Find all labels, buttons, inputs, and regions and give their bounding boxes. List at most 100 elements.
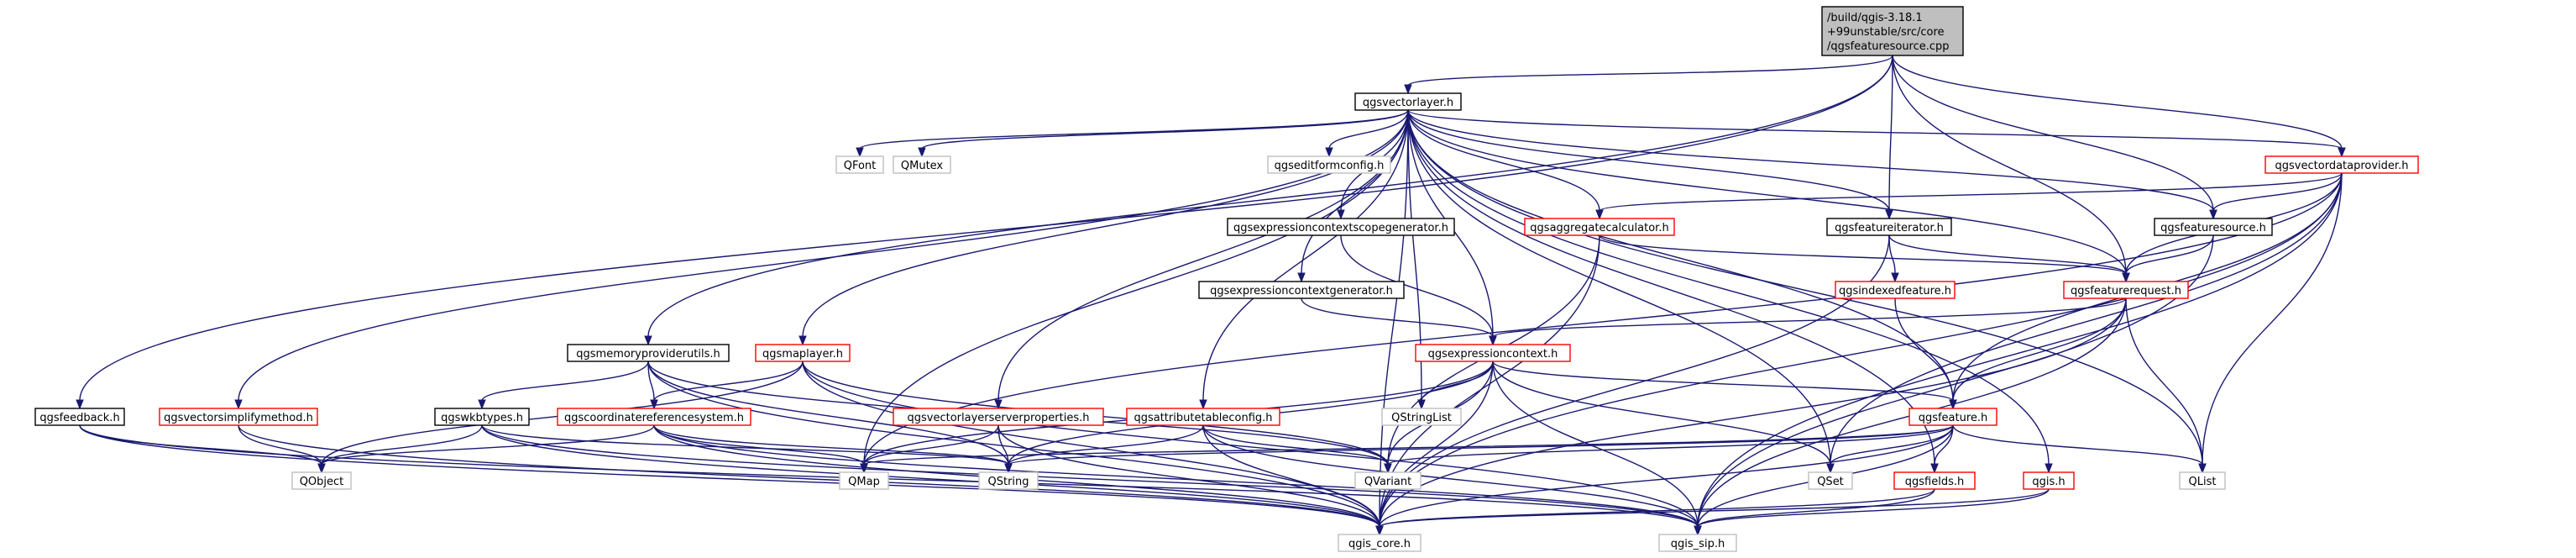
node-exprcontext[interactable]: qgsexpressioncontext.h <box>1415 344 1571 362</box>
node-indexedfeature[interactable]: qgsindexedfeature.h <box>1835 281 1956 299</box>
node-fields[interactable]: qgsfields.h <box>1893 471 1976 490</box>
node-label: qgsfields.h <box>1905 476 1964 488</box>
edge-feature-to-qlist <box>1952 424 2207 474</box>
node-box <box>1126 408 1280 426</box>
edge-root-to-vectordataprovider <box>1892 55 2346 158</box>
node-label: qgseditformconfig.h <box>1275 160 1385 172</box>
edge-maplayer-to-qgissip <box>802 361 1702 536</box>
edge-exprcontext-to-qset <box>1492 361 1835 474</box>
node-label: +99unstable/src/core <box>1827 26 1945 39</box>
node-featuresource[interactable]: qgsfeaturesource.h <box>2154 218 2273 236</box>
edge-exprctxgen-to-exprcontext <box>1301 297 1497 346</box>
node-attrtableconfig[interactable]: qgsattributetableconfig.h <box>1126 408 1280 426</box>
node-box <box>1198 281 1405 299</box>
node-aggregatecalc[interactable]: qgsaggregatecalculator.h <box>1524 218 1675 236</box>
node-simplifymethod[interactable]: qgsvectorsimplifymethod.h <box>159 408 318 426</box>
node-featureiterator[interactable]: qgsfeatureiterator.h <box>1826 218 1952 236</box>
node-label: qgsfeature.h <box>1919 412 1988 424</box>
edge-root-to-featureiterator <box>1885 55 1893 220</box>
node-box <box>1381 408 1462 426</box>
node-box <box>1808 471 1853 490</box>
node-exprctxgen[interactable]: qgsexpressioncontextgenerator.h <box>1198 281 1405 299</box>
node-box <box>1821 6 1964 56</box>
node-label: QString <box>987 476 1029 488</box>
edge-featuresource-to-featurerequest <box>2122 234 2214 283</box>
node-qmap[interactable]: QMap <box>839 471 889 490</box>
node-editformconfig[interactable]: qgseditformconfig.h <box>1267 155 1391 174</box>
node-box <box>2063 281 2189 299</box>
node-qlist[interactable]: QList <box>2179 471 2226 490</box>
node-box <box>1893 471 1976 490</box>
edge-crs-to-qgissip <box>653 424 1702 536</box>
node-qstringlist[interactable]: QStringList <box>1381 408 1462 426</box>
node-label: QMap <box>848 476 880 488</box>
node-box <box>1908 408 1997 426</box>
node-label: qgis_sip.h <box>1671 538 1725 550</box>
node-maplayer[interactable]: qgsmaplayer.h <box>755 344 851 362</box>
edge-maplayer-to-crs <box>650 361 804 410</box>
node-label: QFont <box>844 160 877 172</box>
node-box <box>893 408 1104 426</box>
node-label: qgsexpressioncontext.h <box>1428 348 1558 361</box>
edge-qgish-to-qgissip <box>1694 488 2050 536</box>
node-box <box>557 408 751 426</box>
node-feedback[interactable]: qgsfeedback.h <box>34 408 125 426</box>
edge-featurerequest-to-exprcontext <box>1489 297 2127 346</box>
node-label: QStringList <box>1391 412 1452 424</box>
edge-featurerequest-to-qgiscore <box>1375 297 2127 536</box>
node-exprctxscopegen[interactable]: qgsexpressioncontextscopegenerator.h <box>1227 218 1455 236</box>
node-qobject[interactable]: QObject <box>291 471 352 490</box>
edge-root-to-feedback <box>76 55 1893 410</box>
node-label: QList <box>2189 476 2217 488</box>
node-feature[interactable]: qgsfeature.h <box>1908 408 1997 426</box>
edge-vectorlayer-to-featurerequest <box>1407 109 2130 283</box>
node-label: qgscoordinatereferencesystem.h <box>564 412 744 424</box>
node-qgish[interactable]: qgis.h <box>2023 471 2075 490</box>
node-qvariant[interactable]: QVariant <box>1354 471 1422 490</box>
edge-featureiterator-to-featurerequest <box>1888 234 2130 283</box>
edge-feature-to-fields <box>1930 424 1954 474</box>
edge-qgish-to-qgiscore <box>1375 488 2050 536</box>
edge-memprovutils-to-wkbtypes <box>478 361 649 410</box>
edge-exprcontext-to-feature <box>1492 361 1957 410</box>
node-box <box>893 155 951 174</box>
node-box <box>291 471 352 490</box>
node-vectordataprovider[interactable]: qgsvectordataprovider.h <box>2264 155 2419 174</box>
node-qgiscore[interactable]: qgis_core.h <box>1338 534 1422 552</box>
node-label: qgsfeaturerequest.h <box>2071 285 2181 297</box>
node-label: qgsvectorsimplifymethod.h <box>164 412 313 424</box>
edge-vectordataprovider-to-featuresource <box>2209 172 2343 220</box>
edge-vectorlayer-to-maplayer <box>798 109 1409 346</box>
node-box <box>1826 218 1952 236</box>
node-memprovutils[interactable]: qgsmemoryproviderutils.h <box>567 344 730 362</box>
node-box <box>159 408 318 426</box>
node-box <box>1354 471 1422 490</box>
node-wkbtypes[interactable]: qgswkbtypes.h <box>434 408 530 426</box>
node-layer: /build/qgis-3.18.1+99unstable/src/core/q… <box>34 6 2419 552</box>
edge-vectorlayer-to-attrtableconfig <box>1199 109 1409 410</box>
edge-vectorlayer-to-qmutex <box>918 109 1409 158</box>
edge-vectorlayer-to-editformconfig <box>1325 109 1409 158</box>
node-box <box>1415 344 1571 362</box>
node-label: qgis_core.h <box>1348 538 1411 550</box>
edge-feature-to-qmap <box>860 424 1954 474</box>
node-qset[interactable]: QSet <box>1808 471 1853 490</box>
node-box <box>1354 92 1462 111</box>
node-featurerequest[interactable]: qgsfeaturerequest.h <box>2063 281 2189 299</box>
node-label: QVariant <box>1364 476 1411 488</box>
node-qstring[interactable]: QString <box>978 471 1039 490</box>
node-label: /build/qgis-3.18.1 <box>1827 12 1923 24</box>
node-qmutex[interactable]: QMutex <box>893 155 951 174</box>
node-label: qgsmaplayer.h <box>762 348 843 361</box>
node-box <box>839 471 889 490</box>
edge-vectorlayer-to-qset <box>1407 109 1835 474</box>
node-qgissip[interactable]: qgis_sip.h <box>1658 534 1737 552</box>
node-box <box>1835 281 1956 299</box>
node-qfont[interactable]: QFont <box>835 155 884 174</box>
node-crs[interactable]: qgscoordinatereferencesystem.h <box>557 408 751 426</box>
node-serverprops[interactable]: qgsvectorlayerserverproperties.h <box>893 408 1104 426</box>
node-vectorlayer[interactable]: qgsvectorlayer.h <box>1354 92 1462 111</box>
edge-simplifymethod-to-qgiscore <box>238 424 1384 536</box>
node-root[interactable]: /build/qgis-3.18.1+99unstable/src/core/q… <box>1821 6 1964 56</box>
